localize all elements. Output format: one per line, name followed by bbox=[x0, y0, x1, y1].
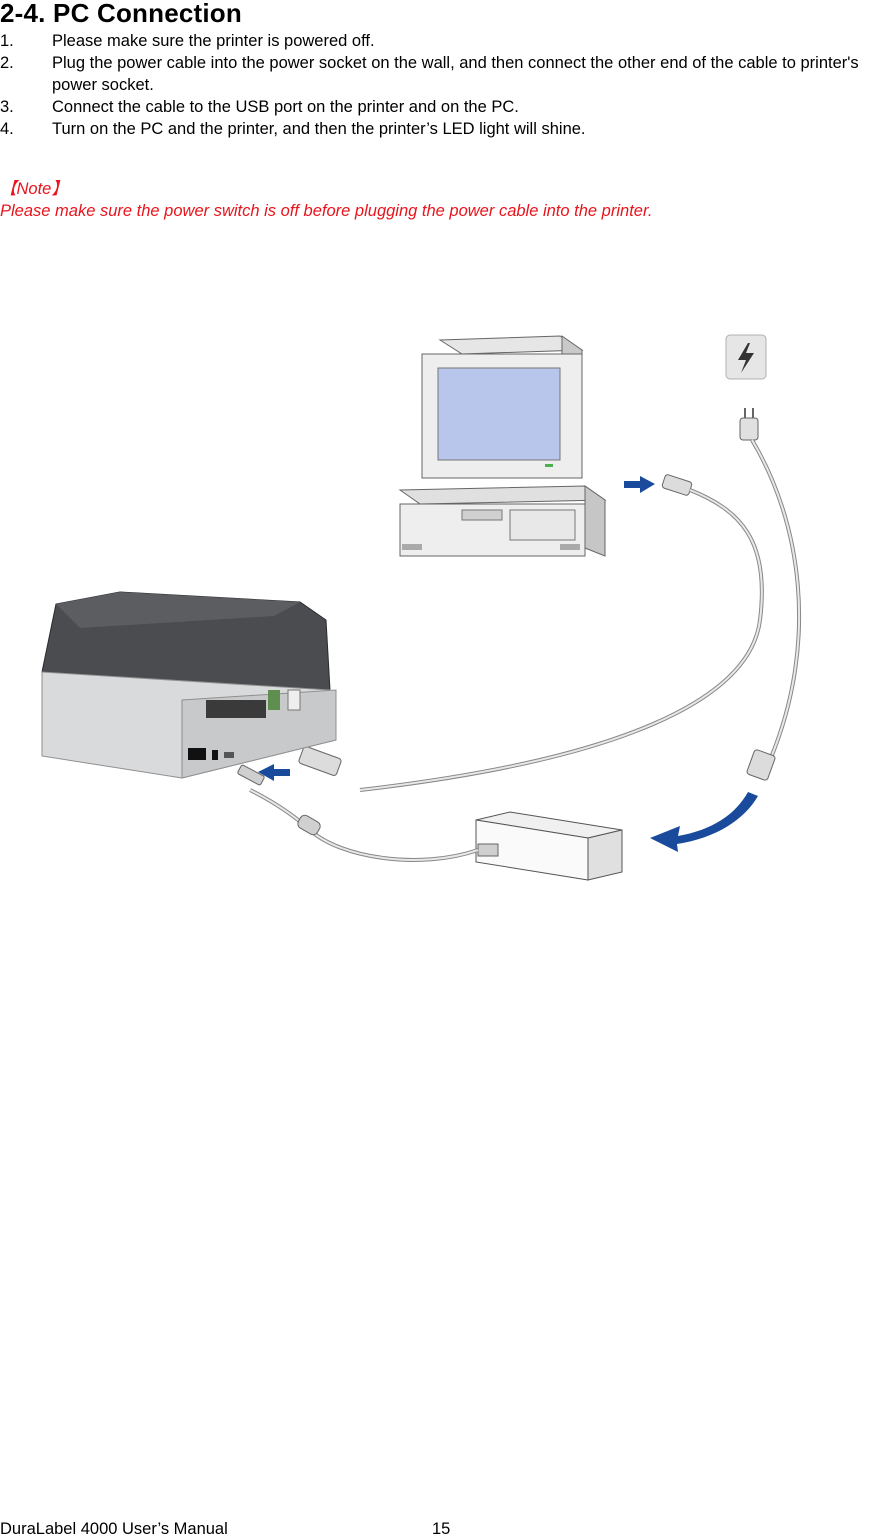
connection-illustration bbox=[30, 300, 876, 900]
step-item: 4. Turn on the PC and the printer, and t… bbox=[0, 118, 876, 140]
monitor-screen bbox=[438, 368, 560, 460]
power-adapter bbox=[476, 812, 622, 880]
connection-steps-list: 1. Please make sure the printer is power… bbox=[0, 30, 876, 140]
power-plug bbox=[740, 408, 799, 781]
step-text: Connect the cable to the USB port on the… bbox=[52, 98, 519, 116]
section-title: 2-4. PC Connection bbox=[0, 0, 242, 29]
note-text: Please make sure the power switch is off… bbox=[0, 202, 652, 221]
note-label: 【Note】 bbox=[0, 175, 68, 199]
step-item: 1. Please make sure the printer is power… bbox=[0, 30, 876, 52]
step-item: 3. Connect the cable to the USB port on … bbox=[0, 96, 876, 118]
usb-to-pc-arrow-icon bbox=[624, 476, 655, 493]
page-number: 15 bbox=[432, 1520, 450, 1539]
power-symbol-icon bbox=[726, 335, 766, 379]
step-item: 2. Plug the power cable into the power s… bbox=[0, 52, 876, 96]
step-number: 3. bbox=[0, 96, 14, 118]
step-number: 1. bbox=[0, 30, 14, 52]
pc-desktop-unit bbox=[400, 486, 605, 556]
pc-monitor bbox=[422, 336, 582, 478]
label-printer bbox=[42, 592, 336, 778]
usb-plug-printer bbox=[298, 746, 342, 777]
step-text: Plug the power cable into the power sock… bbox=[52, 54, 859, 94]
manual-title: DuraLabel 4000 User’s Manual bbox=[0, 1520, 228, 1539]
step-text: Turn on the PC and the printer, and then… bbox=[52, 120, 586, 138]
power-to-adapter-arrow-icon bbox=[650, 792, 758, 852]
step-text: Please make sure the printer is powered … bbox=[52, 32, 375, 50]
step-number: 2. bbox=[0, 52, 14, 74]
step-number: 4. bbox=[0, 118, 14, 140]
